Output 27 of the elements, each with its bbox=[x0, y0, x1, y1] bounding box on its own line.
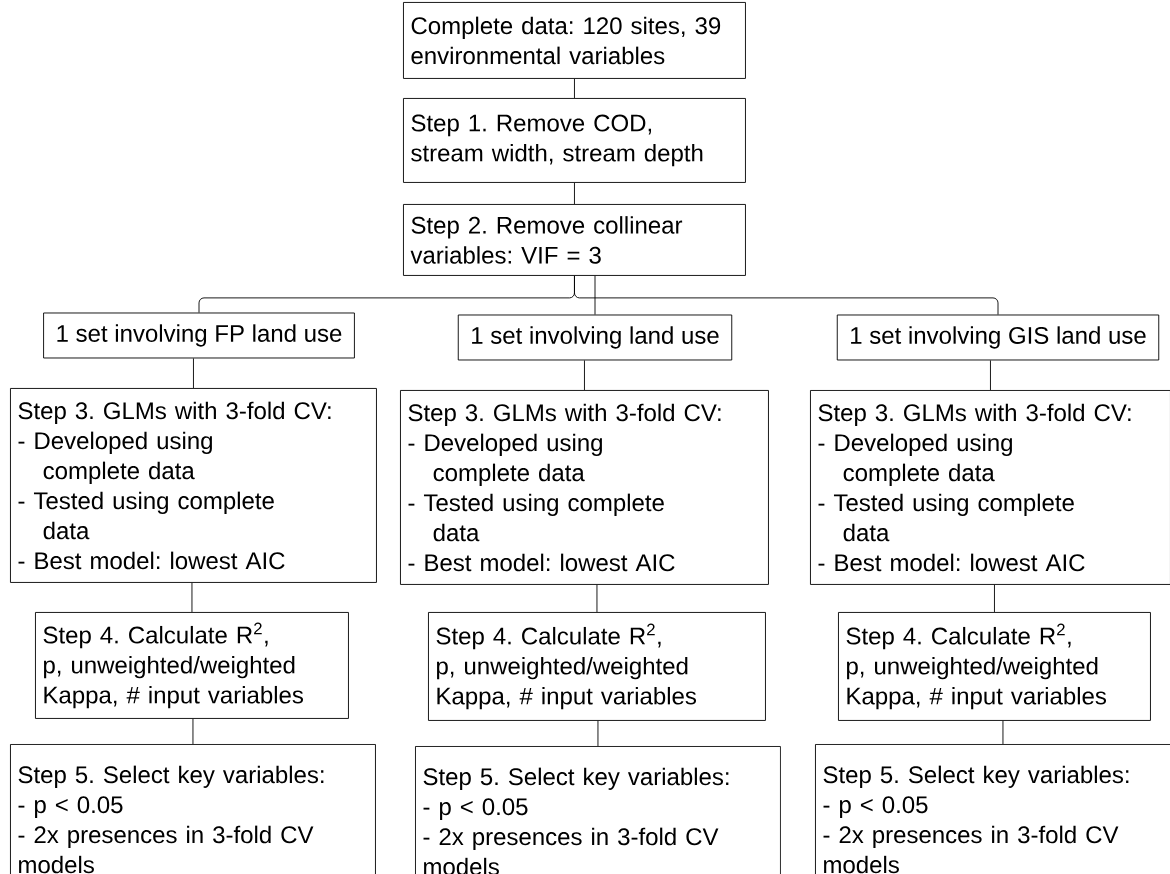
process-box: Step 4. Calculate R$^{2}$, p, unweighted/weighted Kappa, # input variables bbox=[35, 612, 349, 719]
process-box: Step 4. Calculate R$^{2}$, p, unweighted/weighted Kappa, # input variables bbox=[428, 612, 766, 721]
connector-line bbox=[584, 360, 585, 391]
process-box: Step 3. GLMs with 3-fold CV: - Developed using complete data - Tested using complete data - Best model: lowest AIC bbox=[400, 390, 769, 585]
connector-line bbox=[574, 182, 575, 205]
connector-line bbox=[192, 718, 194, 745]
connector-line bbox=[1002, 720, 1004, 745]
connector-line bbox=[596, 584, 598, 613]
process-box: Step 3. GLMs with 3-fold CV: - Developed using complete data - Tested using complete data - Best model: lowest AIC bbox=[810, 390, 1170, 585]
connector-line bbox=[574, 78, 575, 99]
connector-line bbox=[594, 275, 596, 315]
process-box: 1 set involving FP land use bbox=[43, 312, 355, 359]
connector-line bbox=[191, 582, 193, 613]
process-box: Step 4. Calculate R$^{2}$, p, unweighted/weighted Kappa, # input variables bbox=[838, 612, 1151, 721]
process-box: Step 3. GLMs with 3-fold CV: - Developed using complete data - Tested using complete data - Best model: lowest AIC bbox=[10, 388, 377, 583]
process-box: Complete data: 120 sites, 39 environmental variables bbox=[403, 2, 746, 79]
process-box: 1 set involving GIS land use bbox=[836, 314, 1160, 361]
process-box: 1 set involving land use bbox=[457, 314, 733, 361]
process-box: Step 5. Select key variables: - p < 0.05 - 2x presences in 3-fold CV models bbox=[815, 744, 1170, 874]
connector-line bbox=[193, 358, 194, 389]
process-box: Step 1. Remove COD, stream width, stream depth bbox=[403, 98, 746, 183]
process-box: Step 2. Remove collinear variables: VIF = 3 bbox=[403, 204, 746, 276]
connector-line bbox=[990, 360, 991, 391]
connector-line bbox=[994, 584, 995, 613]
connector-line bbox=[574, 275, 999, 315]
process-box: Step 5. Select key variables: - p < 0.05 - 2x presences in 3-fold CV models bbox=[10, 744, 376, 874]
connector-line bbox=[597, 720, 599, 747]
